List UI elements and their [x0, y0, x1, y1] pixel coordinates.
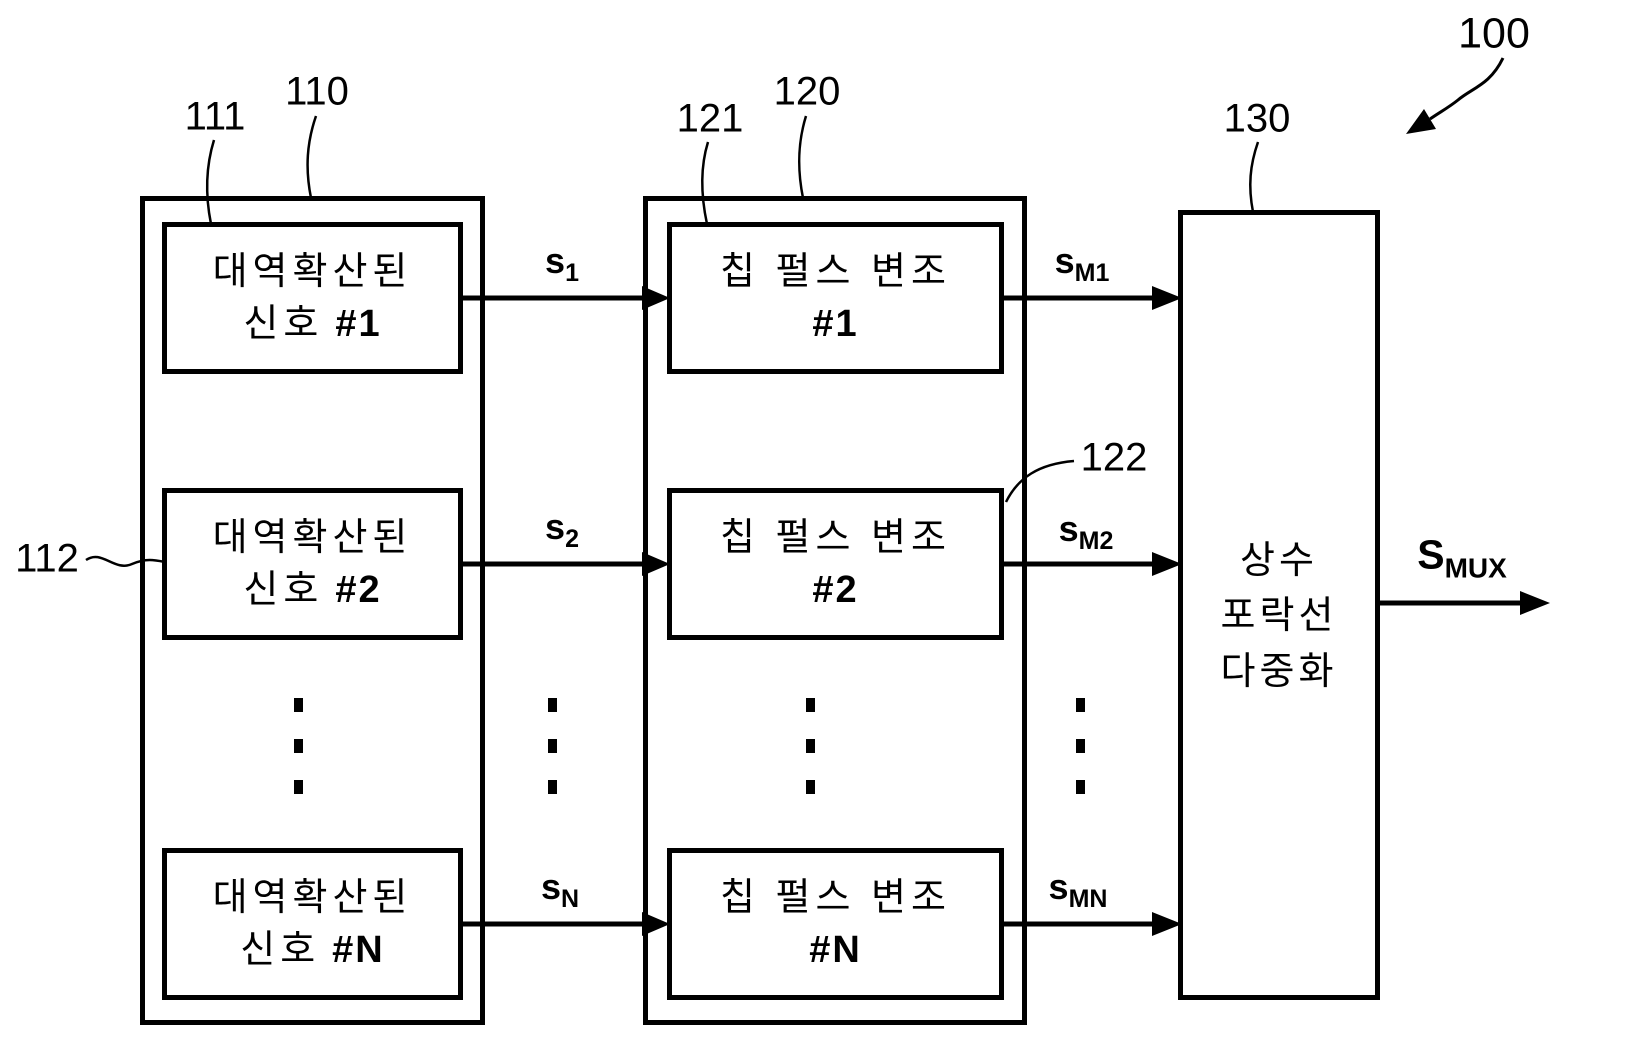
signal-label-sN: sN — [541, 866, 579, 914]
ref-130: 130 — [1223, 96, 1291, 141]
spread-signal-box-N-line2: 신호 #N — [240, 924, 385, 976]
ref-111: 111 — [184, 94, 246, 139]
signal-label-sMN: sMN — [1049, 866, 1108, 914]
signal-base: s — [540, 865, 561, 907]
signal-sub: 1 — [565, 259, 579, 288]
signal-base: S — [1417, 531, 1445, 578]
spread-signal-box-1-line2: 신호 #1 — [243, 298, 381, 350]
chip-pulse-box-1-line1: 칩 펄스 변조 — [720, 250, 951, 293]
chip-pulse-box-1: 칩 펄스 변조 #1 — [667, 222, 1004, 374]
constant-envelope-mux-box: 상수 포락선 다중화 — [1178, 210, 1380, 1000]
signal-base: s — [545, 505, 566, 547]
arrow-sMN — [1000, 912, 1182, 936]
signal-base: s — [545, 239, 566, 281]
leader-122 — [1004, 459, 1075, 503]
label-text: 신호 — [243, 303, 324, 345]
ref-110: 110 — [285, 69, 349, 114]
spread-signal-box-2-line1: 대역확산된 — [212, 516, 413, 559]
chip-pulse-box-N-line1: 칩 펄스 변조 — [720, 876, 951, 919]
ref-112: 112 — [15, 536, 79, 581]
mux-box-line3: 다중화 — [1220, 650, 1338, 693]
chip-pulse-box-1-line2: #1 — [812, 303, 859, 345]
spread-signal-box-N-line1: 대역확산된 — [212, 876, 413, 919]
chip-pulse-box-2-line2: #2 — [812, 569, 859, 611]
label-text: 신호 — [240, 929, 321, 971]
signal-sub: 2 — [565, 525, 579, 554]
chip-pulse-box-2: 칩 펄스 변조 #2 — [667, 488, 1004, 640]
signal-base: s — [1048, 865, 1069, 907]
mux-box-line1: 상수 — [1240, 540, 1318, 583]
signal-sub: N — [560, 885, 580, 914]
signal-label-sM2: sM2 — [1059, 508, 1114, 556]
spread-signal-box-N: 대역확산된 신호 #N — [162, 848, 463, 1000]
label-number: #2 — [335, 569, 382, 611]
ref-122: 122 — [1080, 435, 1148, 480]
arrow-s2 — [458, 552, 670, 576]
label-number: #1 — [335, 303, 382, 345]
spread-signal-box-1: 대역확산된 신호 #1 — [162, 222, 463, 374]
signal-base: s — [1058, 507, 1079, 549]
leader-120 — [797, 115, 808, 199]
spread-signal-box-2: 대역확산된 신호 #2 — [162, 488, 463, 640]
signal-label-s2: s2 — [545, 506, 579, 554]
figure-ref-arrow — [1406, 57, 1505, 134]
signal-label-s1: s1 — [545, 240, 579, 288]
signal-label-smux: SMUX — [1417, 531, 1507, 584]
signal-base: s — [1054, 239, 1075, 281]
arrow-smux — [1378, 591, 1550, 615]
chip-pulse-box-N: 칩 펄스 변조 #N — [667, 848, 1004, 1000]
spread-signal-box-1-line1: 대역확산된 — [212, 250, 413, 293]
vertical-ellipsis-sm-column — [1076, 698, 1085, 794]
mux-box-line2: 포락선 — [1220, 595, 1338, 638]
arrow-sM1 — [1000, 286, 1182, 310]
signal-sub: MUX — [1444, 552, 1507, 584]
spread-signal-group-box — [140, 196, 485, 1025]
chip-pulse-box-N-line2: #N — [809, 929, 862, 971]
arrow-s1 — [458, 286, 670, 310]
vertical-ellipsis-left-group — [294, 698, 303, 794]
leader-111 — [205, 139, 216, 225]
arrow-sN — [458, 912, 670, 936]
signal-label-sM1: sM1 — [1055, 240, 1110, 288]
leader-112 — [85, 555, 166, 567]
chip-pulse-group-box — [643, 196, 1027, 1025]
label-text: 신호 — [243, 569, 324, 611]
signal-sub: M2 — [1078, 527, 1114, 556]
leader-130 — [1249, 141, 1260, 213]
ref-120: 120 — [773, 69, 841, 114]
ref-121: 121 — [676, 96, 744, 141]
spread-signal-box-2-line2: 신호 #2 — [243, 564, 381, 616]
ref-100: 100 — [1458, 9, 1530, 58]
leader-110 — [306, 115, 318, 199]
vertical-ellipsis-s-column — [548, 698, 557, 794]
label-number: #N — [332, 929, 385, 971]
leader-121 — [701, 141, 710, 225]
signal-sub: MN — [1068, 885, 1108, 914]
signal-sub: M1 — [1074, 259, 1110, 288]
chip-pulse-box-2-line1: 칩 펄스 변조 — [720, 516, 951, 559]
vertical-ellipsis-middle-group — [806, 698, 815, 794]
